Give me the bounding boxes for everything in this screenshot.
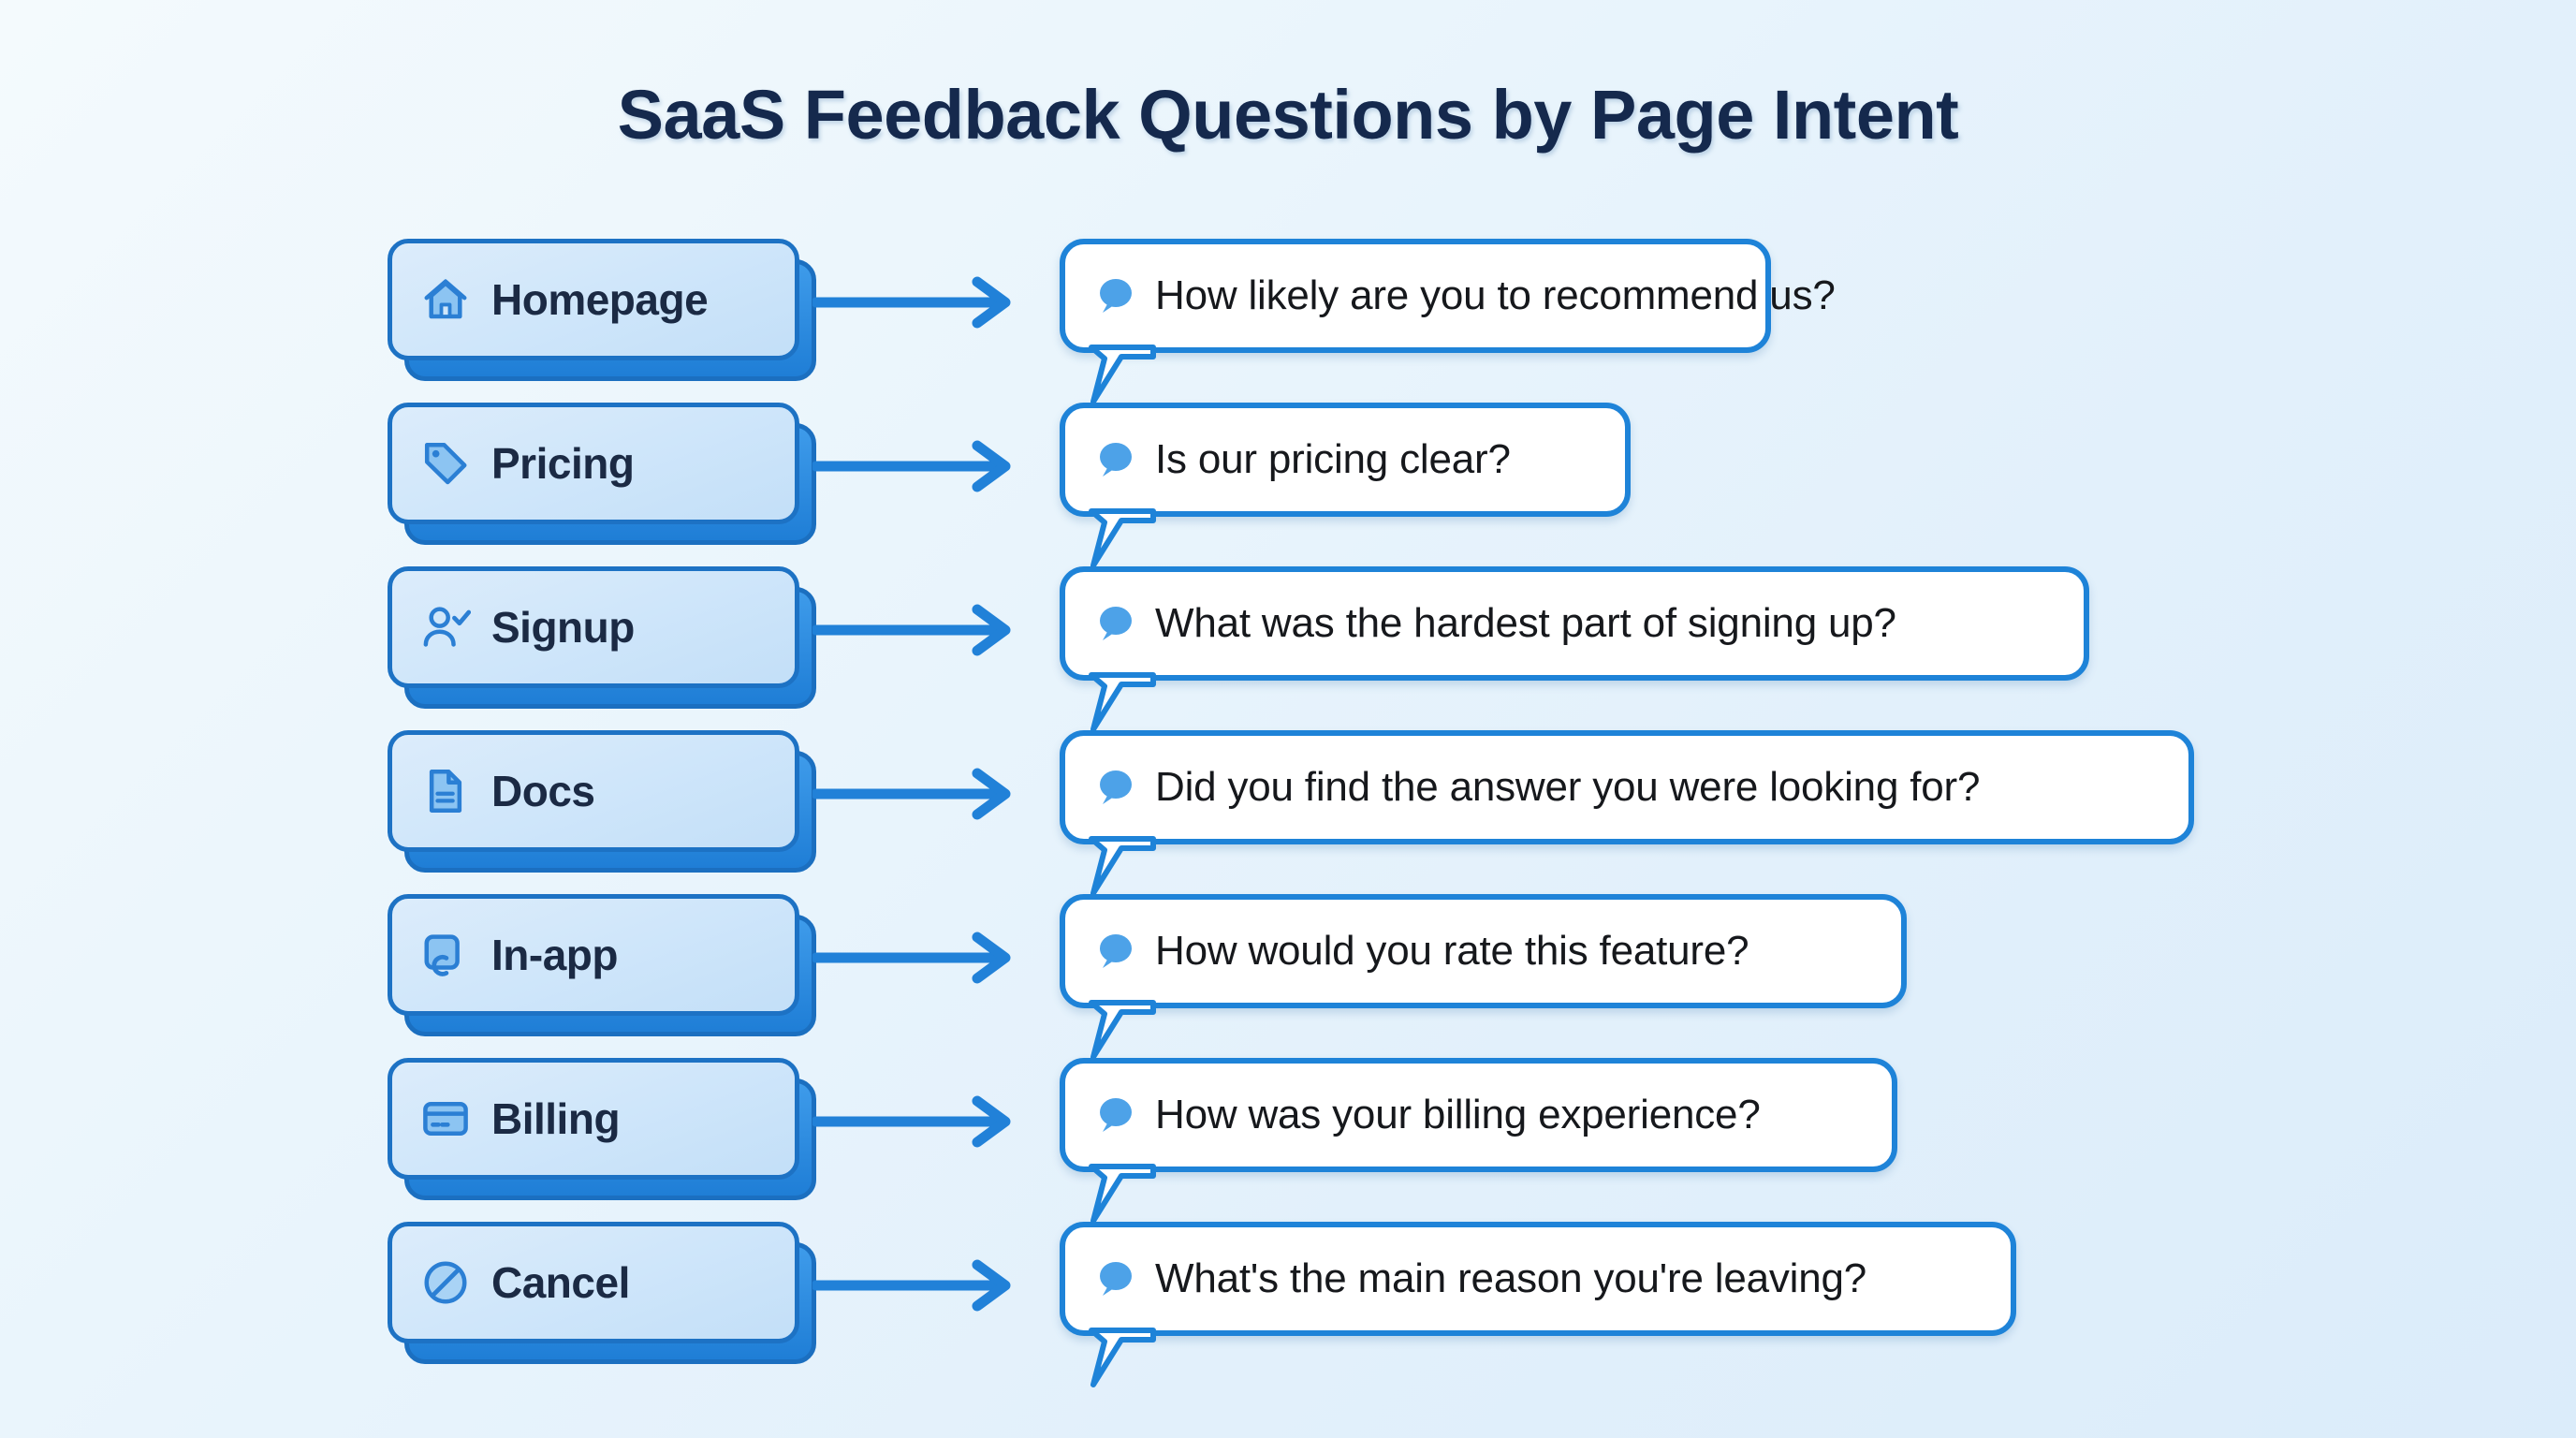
user-check-icon [423, 607, 471, 647]
arrow-right-icon [812, 932, 1011, 984]
tag-icon [424, 442, 467, 485]
chat-bubble-icon [1100, 770, 1132, 804]
app-window-icon [424, 934, 460, 976]
page-pill-cancel[interactable]: Cancel [388, 1222, 816, 1364]
arrow-right-icon [812, 440, 1011, 492]
page-pill-pricing[interactable]: Pricing [388, 403, 816, 545]
chat-bubble-icon [1100, 279, 1132, 313]
question-bubble-in-app[interactable]: How would you rate this feature? [1060, 894, 1907, 1060]
page-title: SaaS Feedback Questions by Page Intent [617, 76, 1959, 154]
pill-label: Docs [491, 767, 595, 815]
credit-card-icon [423, 1102, 468, 1136]
bubble-tail [1089, 836, 1156, 896]
question-bubble-billing[interactable]: How was your billing experience? [1060, 1058, 1897, 1224]
home-icon [424, 279, 467, 319]
question-bubble-pricing[interactable]: Is our pricing clear? [1060, 403, 1631, 568]
chat-bubble-icon [1100, 1262, 1132, 1296]
question-text: Is our pricing clear? [1155, 436, 1511, 482]
question-bubble-docs[interactable]: Did you find the answer you were looking… [1060, 730, 2194, 896]
ban-icon [424, 1261, 467, 1304]
row-signup: Signup What was the hardest part of sign… [0, 566, 2576, 732]
pill-label: In-app [491, 931, 618, 979]
question-bubble-cancel[interactable]: What's the main reason you're leaving? [1060, 1222, 2016, 1387]
bubble-tail [1089, 1000, 1156, 1060]
page-pill-signup[interactable]: Signup [388, 566, 816, 709]
bubble-tail [1089, 508, 1156, 568]
row-cancel: Cancel What's the main reason you're lea… [0, 1222, 2576, 1387]
arrow-right-icon [812, 1259, 1011, 1312]
question-bubble-signup[interactable]: What was the hardest part of signing up? [1060, 566, 2089, 732]
row-pricing: Pricing Is our pricing clear? [0, 403, 2576, 568]
row-in-app: In-app How would you rate this feature? [0, 894, 2576, 1060]
page-pill-in-app[interactable]: In-app [388, 894, 816, 1036]
question-text: What was the hardest part of signing up? [1155, 600, 1896, 646]
arrow-right-icon [812, 604, 1011, 656]
page-pill-docs[interactable]: Docs [388, 730, 816, 873]
bubble-tail [1089, 672, 1156, 732]
chat-bubble-icon [1100, 934, 1132, 968]
row-docs: Docs Did you find the answer you were lo… [0, 730, 2576, 896]
chat-bubble-icon [1100, 443, 1132, 477]
pill-label: Homepage [491, 275, 709, 324]
question-text: Did you find the answer you were looking… [1155, 764, 1981, 810]
page-pill-homepage[interactable]: Homepage [388, 239, 816, 381]
arrow-right-icon [812, 276, 1011, 329]
document-icon [429, 770, 462, 813]
pill-label: Cancel [491, 1258, 630, 1307]
arrow-right-icon [812, 768, 1011, 820]
question-text: How was your billing experience? [1155, 1092, 1761, 1137]
bubble-tail [1089, 1164, 1156, 1224]
arrow-right-icon [812, 1095, 1011, 1148]
question-text: How would you rate this feature? [1155, 928, 1749, 974]
pill-label: Signup [491, 603, 635, 652]
row-homepage: Homepage How likely are you to recommend… [0, 239, 2576, 404]
chat-bubble-icon [1100, 607, 1132, 640]
chat-bubble-icon [1100, 1098, 1132, 1132]
bubble-tail [1089, 1328, 1156, 1387]
question-text: What's the main reason you're leaving? [1155, 1255, 1867, 1301]
pill-label: Pricing [491, 439, 635, 488]
pill-label: Billing [491, 1094, 621, 1143]
question-bubble-homepage[interactable]: How likely are you to recommend us? [1060, 239, 1836, 404]
page-pill-billing[interactable]: Billing [388, 1058, 816, 1200]
question-text: How likely are you to recommend us? [1155, 272, 1836, 318]
row-billing: Billing How was your billing experience? [0, 1058, 2576, 1224]
bubble-tail [1089, 345, 1156, 404]
